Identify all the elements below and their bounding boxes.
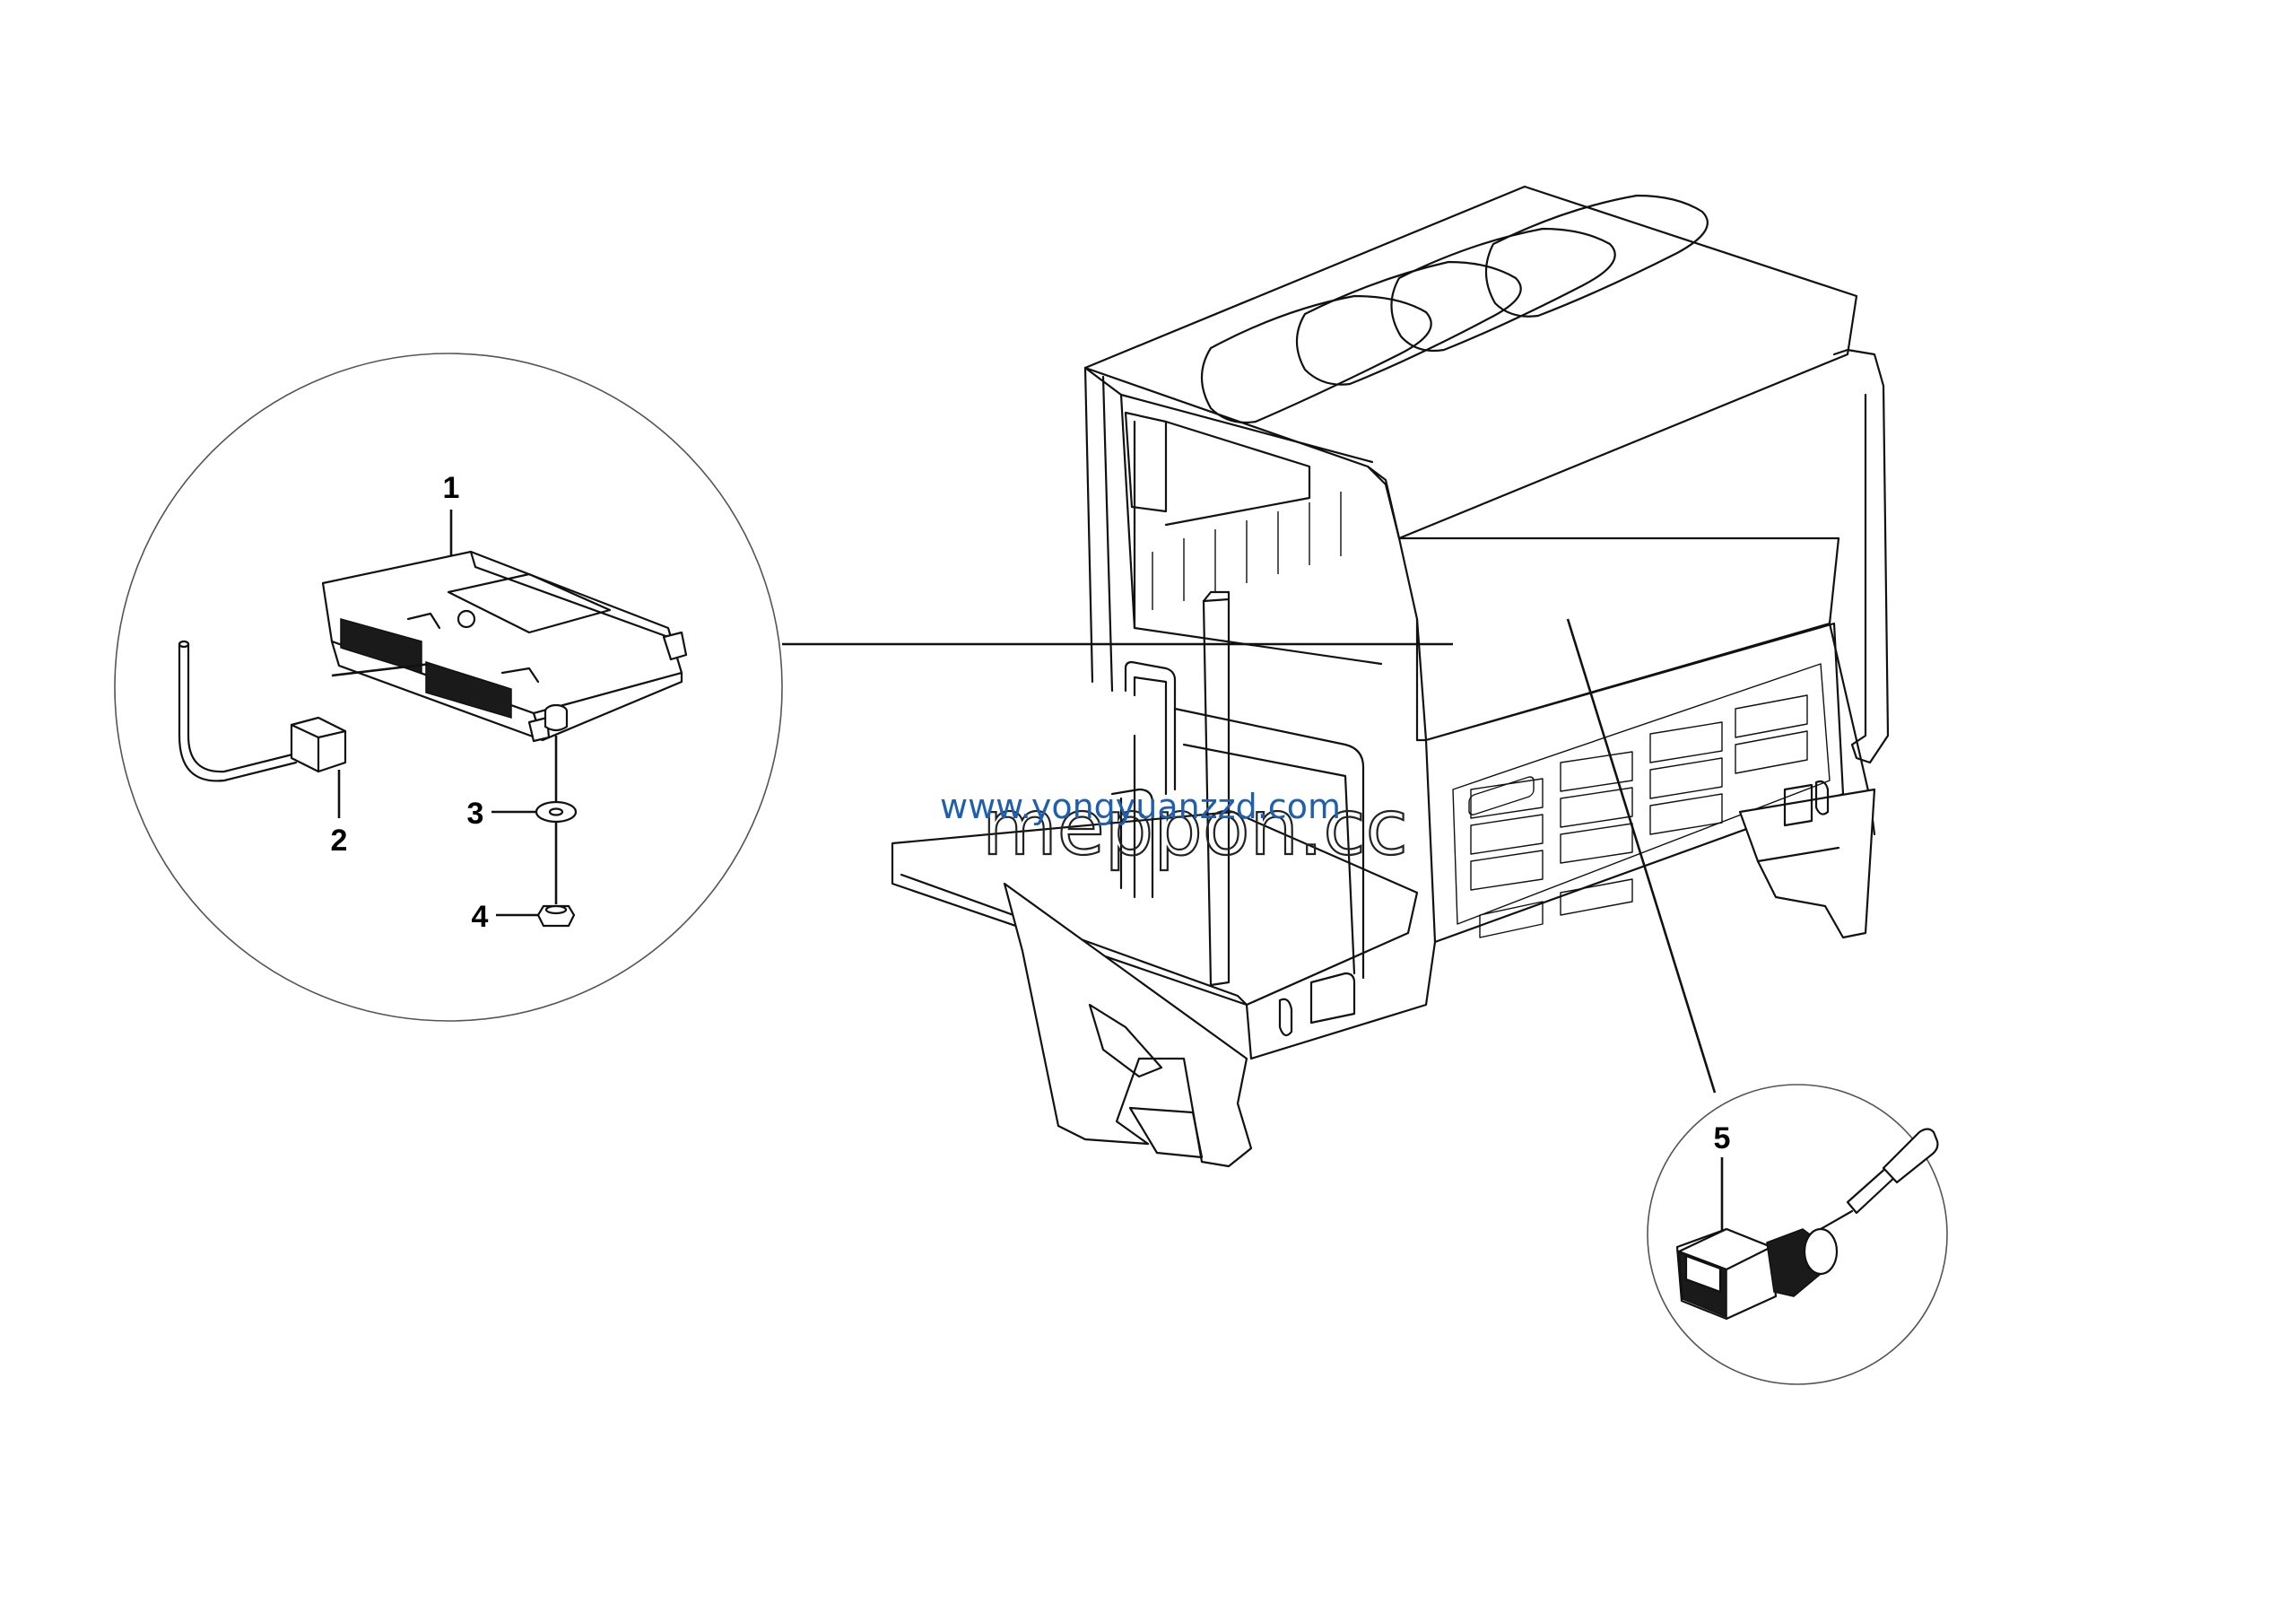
callout-2: 2 bbox=[331, 824, 348, 858]
cab-platform bbox=[891, 810, 1419, 1007]
ecu-module bbox=[321, 550, 688, 743]
watermark-url: www.yongyuanzzd.com bbox=[940, 787, 1341, 826]
cab-illustration bbox=[891, 185, 1890, 1168]
callout-1: 1 bbox=[443, 471, 460, 505]
cab-roof bbox=[1083, 185, 1858, 540]
mounting-stud bbox=[544, 703, 569, 732]
callout-5: 5 bbox=[1714, 1121, 1731, 1155]
lever-switch bbox=[1675, 1128, 1939, 1321]
detail-circle-switch: 5 bbox=[1566, 618, 1948, 1385]
leader-to-switch bbox=[1566, 618, 1717, 1094]
leader-2-cable bbox=[331, 662, 431, 677]
vertical-post bbox=[1202, 597, 1231, 987]
access-step bbox=[1003, 882, 1253, 1168]
side-slats bbox=[1152, 492, 1342, 610]
detail-circle-ecu: 1 2 3 4 bbox=[114, 353, 1453, 1022]
callout-4: 4 bbox=[472, 900, 489, 934]
watermark-brand: meppon.cc bbox=[982, 783, 1408, 873]
front-grille bbox=[1452, 663, 1831, 925]
sensor-cable bbox=[178, 640, 347, 782]
roof-vents bbox=[1201, 194, 1709, 424]
washer-3 bbox=[535, 800, 578, 824]
grille-boxes bbox=[1470, 694, 1808, 938]
nut-4 bbox=[536, 904, 576, 928]
callout-3: 3 bbox=[467, 797, 484, 831]
right-handrail bbox=[1832, 348, 1890, 764]
guard-rail bbox=[1110, 660, 1365, 980]
